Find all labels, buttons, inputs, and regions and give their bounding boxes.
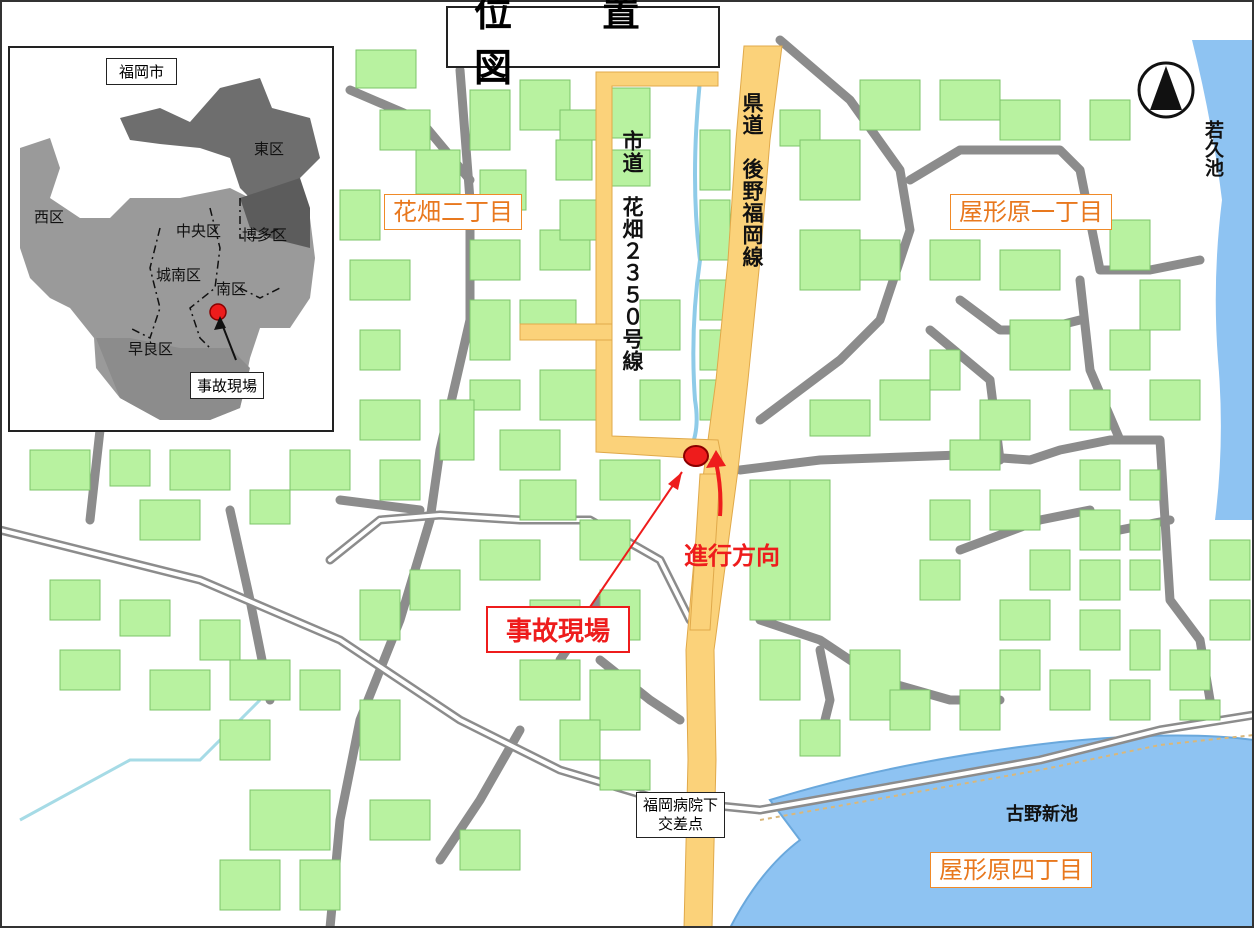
inset-map: 福岡市 東区 西区 中央区 博多区 城南区 南区 早良区 事故現場 <box>8 46 334 432</box>
area-label-yakatabaru-4: 屋形原四丁目 <box>930 852 1092 888</box>
accident-marker-icon <box>683 445 709 467</box>
city-road-label: 市道 花畑２３５０号線 <box>620 130 644 372</box>
accident-site-label: 事故現場 <box>486 606 631 653</box>
pond-wakuhisa-label: 若久池 <box>1202 120 1224 177</box>
stream <box>688 79 703 451</box>
intersection-label: 福岡病院下 交差点 <box>636 792 726 838</box>
north-arrow-icon <box>1137 61 1195 119</box>
inset-ward-chuo: 中央区 <box>176 222 222 240</box>
pond-koya-label: 古野新池 <box>1006 804 1078 825</box>
inset-map-canvas <box>20 78 320 420</box>
main-roads <box>519 45 783 929</box>
inset-title: 福岡市 <box>106 58 178 85</box>
inset-higashi-ward <box>120 78 320 208</box>
area-label-hanahata-2: 花畑二丁目 <box>384 194 522 230</box>
area-label-yakatabaru-1: 屋形原一丁目 <box>950 194 1112 230</box>
inset-ward-minami: 南区 <box>216 280 247 298</box>
inset-city-land <box>20 138 315 420</box>
direction-label: 進行方向 <box>684 542 780 570</box>
inset-ward-sawara: 早良区 <box>128 340 174 358</box>
inset-sawara-ward <box>96 338 250 420</box>
inset-pointer-arrow <box>214 316 237 361</box>
accident-pointer-arrow <box>587 471 683 611</box>
inset-ward-boundaries <box>129 198 281 349</box>
inset-ward-higashi: 東区 <box>254 140 285 158</box>
inset-ward-nishi: 西区 <box>34 208 65 226</box>
buildings <box>29 49 1251 911</box>
travel-direction-arrow-icon <box>706 450 726 517</box>
inset-higashi-land <box>240 178 310 248</box>
pond-wakuhisa-ike <box>1192 40 1254 520</box>
pref-road-label: 県道 後野福岡線 <box>740 92 764 268</box>
inset-ward-hakata: 博多区 <box>242 226 288 244</box>
inset-accident-marker-icon <box>209 303 227 321</box>
inset-accident-label: 事故現場 <box>190 372 265 399</box>
inset-ward-jonan: 城南区 <box>156 266 202 284</box>
map-title: 位 置 図 <box>446 0 720 90</box>
